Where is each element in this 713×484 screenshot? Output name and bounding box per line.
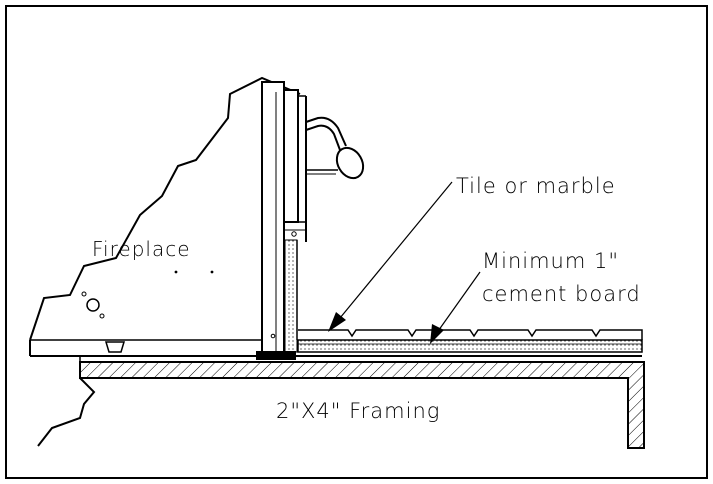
hearth-layers	[297, 329, 643, 353]
framing	[37, 355, 645, 449]
tile-leader-arrow	[328, 181, 453, 332]
cement-board-label-line2: cement board	[482, 282, 641, 306]
framing-label: 2"X4" Framing	[276, 399, 440, 423]
fireplace-label: Fireplace	[92, 237, 191, 261]
leveling-foot-icon	[104, 341, 126, 353]
tile-or-marble-label: Tile or marble	[456, 174, 616, 198]
door-handle-icon	[305, 116, 365, 180]
cement-board-layer	[297, 339, 643, 353]
vertical-cement-board	[284, 239, 298, 353]
control-knob-icon	[86, 298, 100, 312]
cement-board-label-line1: Minimum 1"	[482, 249, 619, 273]
drawing-border	[5, 5, 708, 479]
tile-layer	[298, 329, 643, 340]
fireplace-body	[29, 76, 307, 360]
board-leader-arrow	[430, 271, 481, 344]
